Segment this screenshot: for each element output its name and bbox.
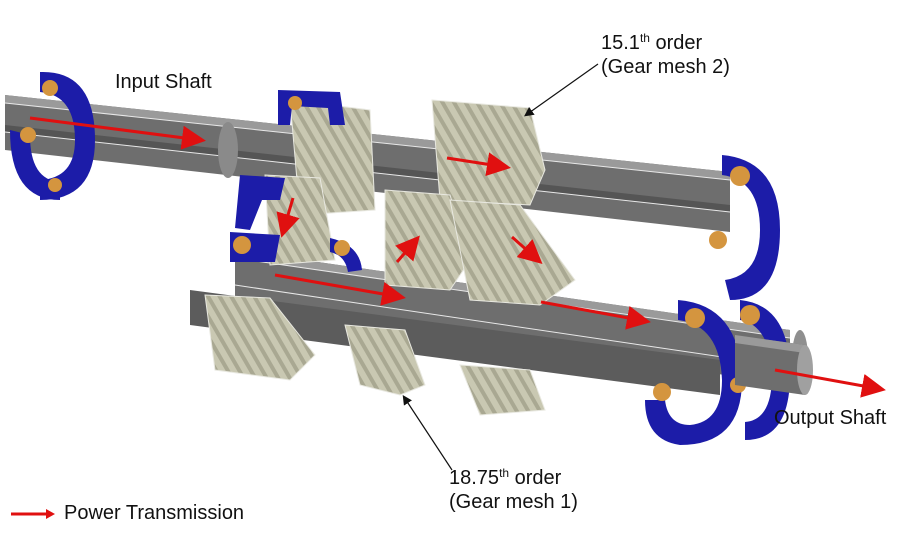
gear-mesh-2-order-number: 15.1 [601,32,640,54]
power-arrow [276,197,300,238]
power-arrow [446,152,511,177]
gear-mesh-1-order: 18.75th order [449,466,578,490]
gear-mesh-1-gears [204,294,546,416]
legend: Power Transmission [10,502,244,525]
gear-mesh-2-order-word: order [655,32,703,54]
power-arrow [540,300,651,330]
leader-gear-mesh-1 [402,394,453,471]
input-shaft-label: Input Shaft [115,71,212,93]
bearing-input-left [10,71,95,200]
leader-gear-mesh-2 [524,63,599,117]
power-arrow [29,116,206,150]
power-arrow [274,273,406,306]
bearing-countershaft-left [230,175,362,272]
gear-mesh-1-order-number: 18.75 [449,467,500,489]
middle-gears [264,174,576,306]
gear-mesh-2-order-suffix: th [639,31,650,45]
legend-label: Power Transmission [64,502,245,524]
gear-mesh-2-name: (Gear mesh 2) [601,56,730,78]
power-flow-arrows [29,116,886,398]
legend-arrow-icon [11,508,55,519]
power-arrow [511,235,543,264]
bearing-input-right [709,155,780,300]
power-arrow [395,235,420,263]
bearing-output-left [645,300,742,445]
gear-mesh-2-order: 15.1th order [601,31,730,55]
power-arrow [774,368,886,398]
gear-mesh-1-order-word: order [514,467,562,489]
gear-mesh-1-name: (Gear mesh 1) [449,491,578,513]
gear-mesh-1-label: 18.75th order (Gear mesh 1) [449,466,578,514]
output-shaft [735,335,813,395]
bearing-input-mid [278,90,345,125]
output-shaft-label: Output Shaft [774,407,887,429]
gear-mesh-1-order-suffix: th [499,466,510,480]
gear-mesh-2-label: 15.1th order (Gear mesh 2) [601,31,730,79]
